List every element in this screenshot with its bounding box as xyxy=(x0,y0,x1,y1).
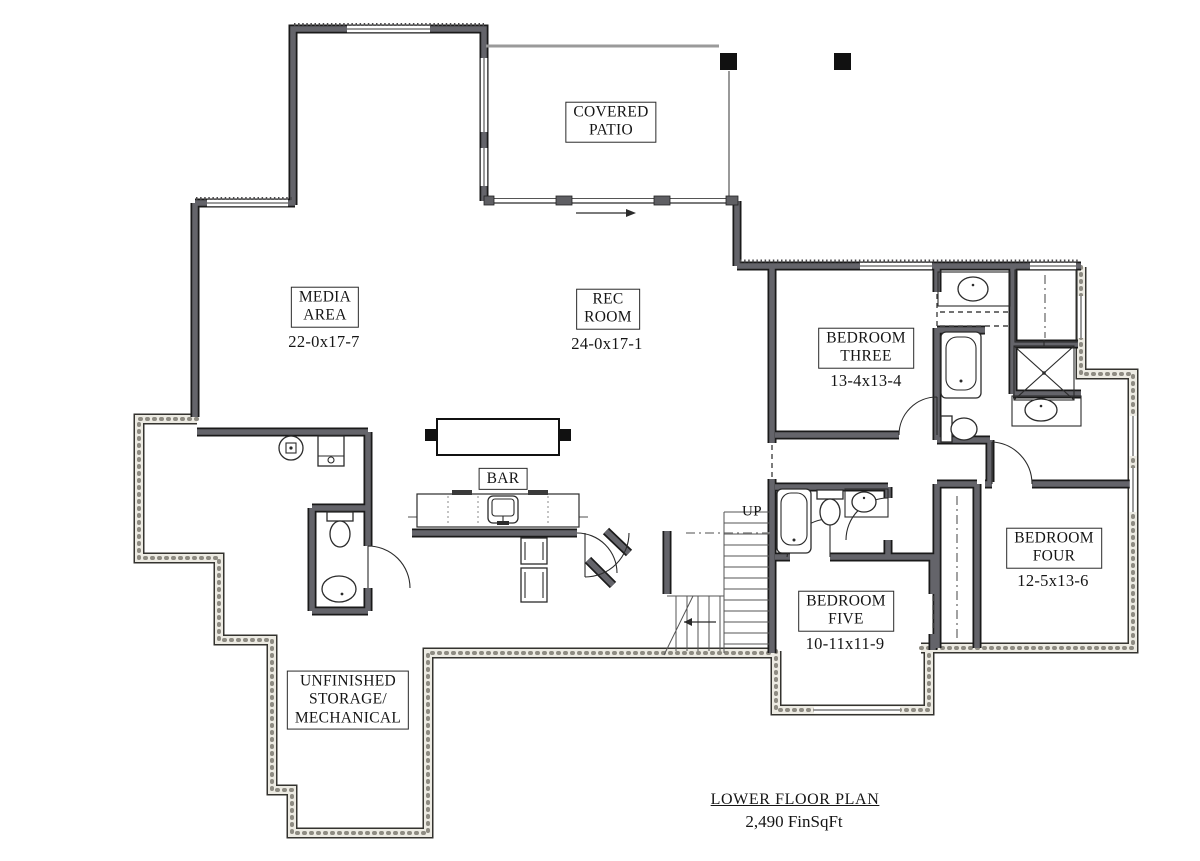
room-label-covered-patio: COVERED PATIO xyxy=(565,101,657,143)
bar-sink-icon xyxy=(487,495,519,525)
room-dim-bedroom-four: 12-5x13-6 xyxy=(1017,571,1089,590)
entry-arrow-icon xyxy=(576,209,636,217)
room-label-line: ROOM xyxy=(584,309,632,326)
room-label-bedroom-three: BEDROOM THREE xyxy=(818,327,914,369)
room-label-line: REC xyxy=(592,290,624,308)
stairs-up-icon xyxy=(723,511,770,653)
walkin-closet xyxy=(1014,269,1078,343)
room-label-line: FIVE xyxy=(828,611,864,628)
room-label-line: BAR xyxy=(486,469,520,487)
room-dim-bedroom-three: 13-4x13-4 xyxy=(830,371,902,390)
door-arcs xyxy=(367,333,1033,589)
sink-icon xyxy=(321,575,357,603)
bathtub-icon xyxy=(776,488,812,554)
room-label-rec-room: REC ROOM xyxy=(576,288,640,330)
sink-icon xyxy=(844,488,889,518)
patio-roof-edge xyxy=(486,44,730,198)
room-dim-bedroom-five: 10-11x11-9 xyxy=(805,634,885,653)
room-dim-rec-room: 24-0x17-1 xyxy=(571,334,643,353)
plan-title: LOWER FLOOR PLAN xyxy=(710,791,880,808)
toilet-icon xyxy=(940,415,978,443)
room-label-line: THREE xyxy=(840,348,892,365)
toilet-icon xyxy=(326,511,354,548)
room-label-line: MEDIA xyxy=(298,288,352,306)
support-post-icon xyxy=(720,53,851,70)
media-cabinet-icon xyxy=(317,435,345,467)
room-label-storage: UNFINISHED STORAGE/ MECHANICAL xyxy=(286,670,410,730)
room-label-bedroom-five: BEDROOM FIVE xyxy=(798,590,894,632)
room-label-line: MECHANICAL xyxy=(294,709,402,727)
room-label-line: BEDROOM xyxy=(1014,529,1094,547)
bar-cabinets xyxy=(520,537,548,603)
pool-table-island xyxy=(425,418,571,456)
plan-area: 2,490 FinSqFt xyxy=(745,812,843,831)
room-label-line: FOUR xyxy=(1032,548,1076,565)
stairs-down-icon xyxy=(663,595,724,656)
windows xyxy=(207,25,1137,714)
vanity-sink-icon xyxy=(937,271,1011,307)
room-label-line: PATIO xyxy=(588,122,633,139)
room-label-line: STORAGE/ xyxy=(309,690,387,708)
room-label-line: UNFINISHED xyxy=(300,672,396,690)
room-label-bar: BAR xyxy=(478,467,528,491)
floor-drain-icon xyxy=(278,435,304,461)
patio-door-wall xyxy=(483,195,739,206)
room-label-line: BEDROOM xyxy=(826,329,906,347)
stairs-up-label: UP xyxy=(742,503,762,520)
room-label-line: BEDROOM xyxy=(806,592,886,610)
toilet-icon xyxy=(816,489,844,526)
bathtub-icon xyxy=(940,331,982,399)
room-dim-media-area: 22-0x17-7 xyxy=(288,332,360,351)
room-label-line: COVERED xyxy=(573,103,649,121)
room-label-media-area: MEDIA AREA xyxy=(290,286,360,328)
room-label-line: AREA xyxy=(303,307,347,324)
vanity-sink-icon xyxy=(1011,395,1082,427)
room-label-bedroom-four: BEDROOM FOUR xyxy=(1006,527,1102,569)
